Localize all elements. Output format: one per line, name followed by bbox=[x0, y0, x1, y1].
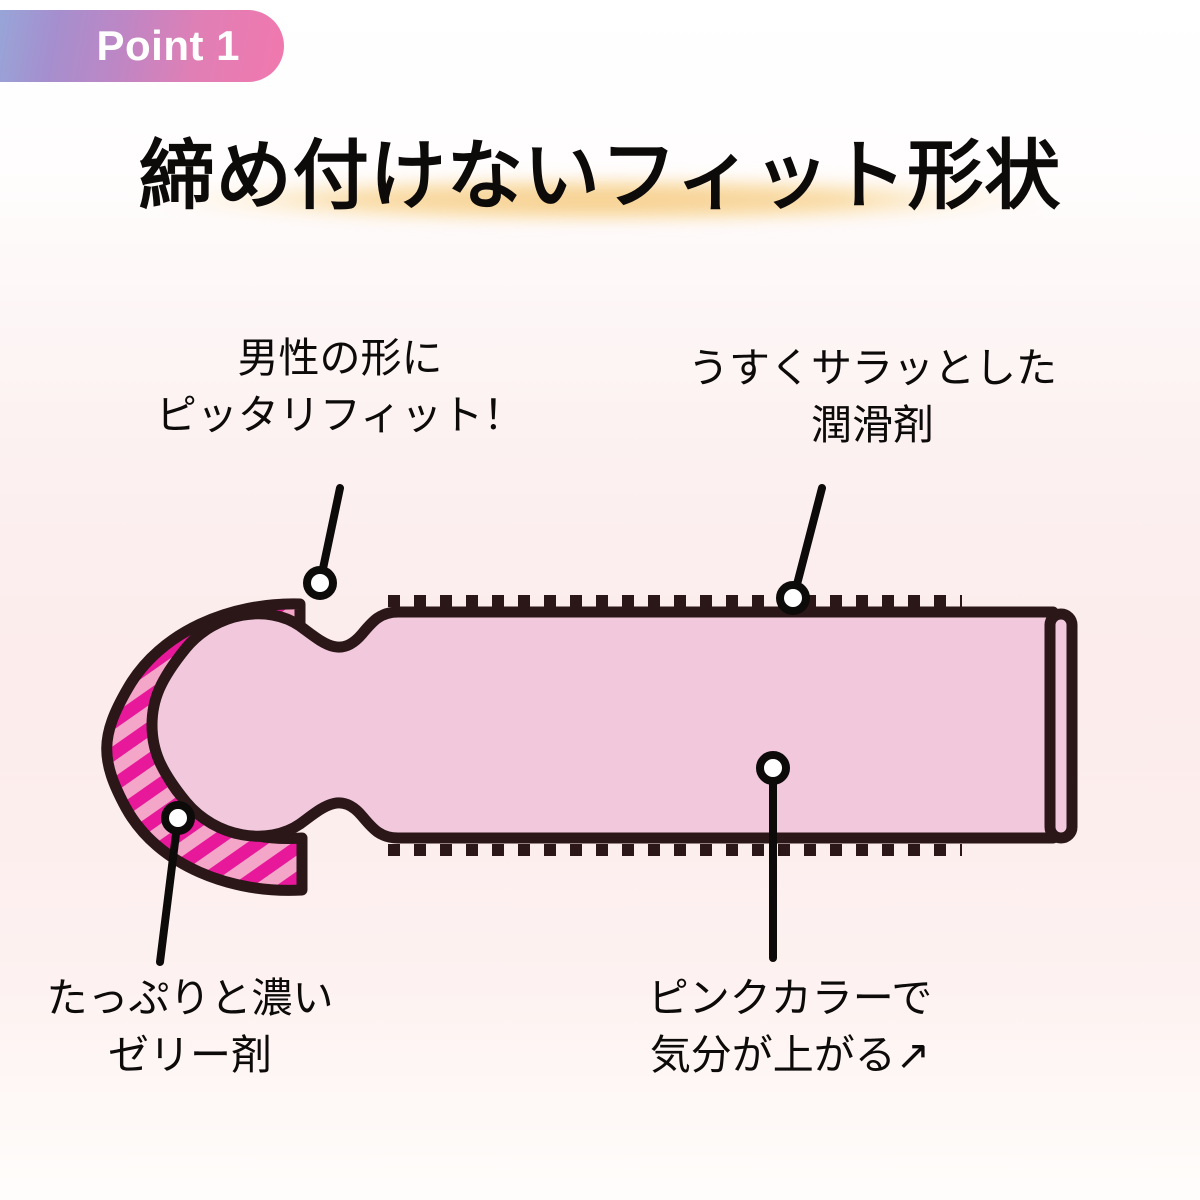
leader-markers bbox=[161, 566, 810, 835]
callout-fit: 男性の形に ピッタリフィット！ bbox=[105, 330, 575, 443]
callout-jelly: たっぷりと濃い ゼリー剤 bbox=[0, 970, 390, 1083]
callout-jelly-line1: たっぷりと濃い bbox=[46, 975, 334, 1021]
jelly-layer bbox=[101, 598, 308, 896]
leader-line-fit bbox=[317, 484, 344, 582]
callout-color: ピンクカラーで 気分が上がる↗ bbox=[580, 970, 1000, 1083]
callout-lubricant-line2: 潤滑剤 bbox=[811, 401, 934, 448]
callout-lubricant-line1: うすくサラッとした bbox=[688, 345, 1057, 391]
leader-lines bbox=[156, 484, 826, 966]
point-badge-label: Point 1 bbox=[96, 22, 240, 69]
leader-line-jelly bbox=[156, 822, 181, 966]
callout-lubricant: うすくサラッとした 潤滑剤 bbox=[640, 340, 1105, 453]
color-marker-icon bbox=[756, 751, 790, 785]
page-title-text: 締め付けないフィット形状 bbox=[138, 134, 1062, 219]
leader-line-lubricant bbox=[791, 484, 826, 596]
title-highlight-band bbox=[150, 178, 1050, 222]
lubricant-marker-icon bbox=[776, 581, 810, 615]
callout-fit-line1: 男性の形に bbox=[237, 335, 443, 381]
callout-color-line2: 気分が上がる↗ bbox=[649, 1031, 931, 1078]
callout-color-line1: ピンクカラーで bbox=[647, 975, 933, 1021]
dashed-guide-lines bbox=[388, 595, 962, 856]
callout-jelly-line2: ゼリー剤 bbox=[108, 1031, 272, 1078]
jelly-marker-icon bbox=[161, 801, 195, 835]
condom-body bbox=[146, 606, 1059, 844]
point-badge: Point 1 bbox=[0, 10, 284, 82]
condom-rim bbox=[1044, 608, 1078, 844]
page-title: 締め付けないフィット形状 bbox=[0, 122, 1200, 232]
fit-marker-icon bbox=[303, 566, 337, 600]
callout-fit-line2: ピッタリフィット！ bbox=[155, 391, 525, 438]
